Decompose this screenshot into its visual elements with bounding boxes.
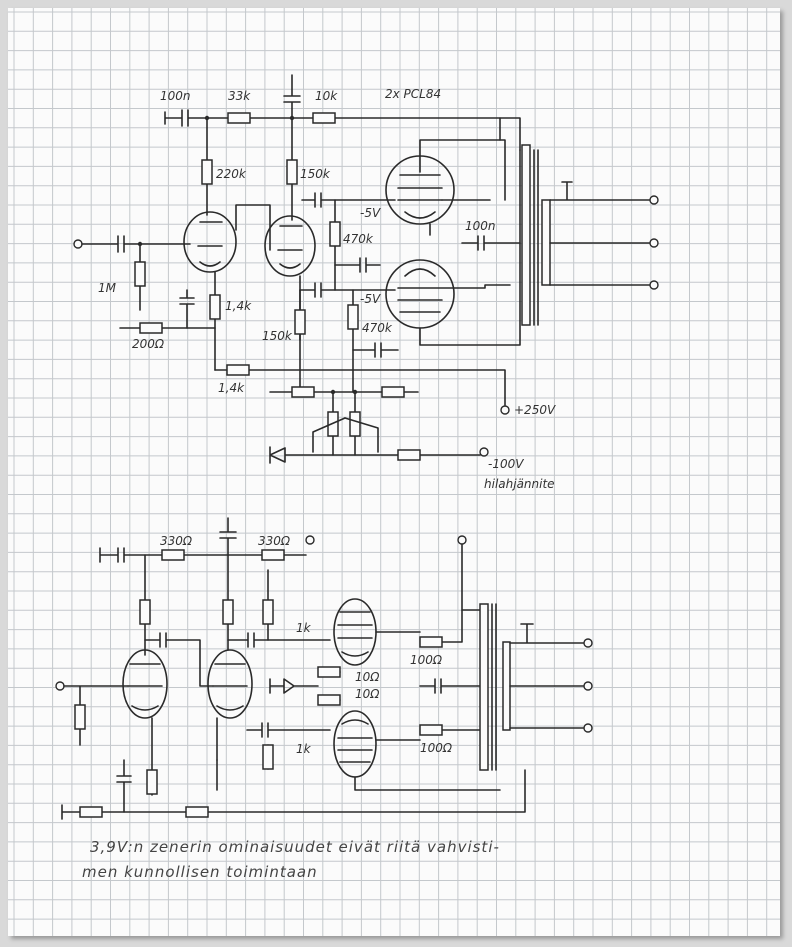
input-terminal	[73, 239, 83, 249]
terminal	[305, 535, 315, 545]
resistor-10-ohm	[317, 694, 341, 706]
resistor-330-ohm	[261, 549, 285, 561]
resistor-label: 1,4k	[225, 299, 252, 313]
output-transformer-primary	[479, 603, 489, 771]
output-terminal	[583, 723, 593, 733]
resistor-470k	[347, 304, 359, 330]
triode-tube-1	[183, 211, 237, 273]
output-terminal	[649, 238, 659, 248]
resistor-100-ohm	[419, 724, 443, 736]
resistor	[397, 449, 421, 461]
neg-supply-label: -100V	[488, 457, 524, 471]
resistor-330-ohm	[161, 549, 185, 561]
resistor-1k4	[209, 294, 221, 320]
terminal	[457, 535, 467, 545]
neg-supply-terminal	[479, 447, 489, 457]
resistor	[74, 704, 86, 730]
pentode-tube-2	[385, 259, 455, 329]
resistor	[262, 599, 274, 625]
handwritten-note-line-1: 3,9V:n zenerin ominaisuudet eivät riitä …	[90, 838, 500, 856]
bias-label: -5V	[360, 292, 381, 306]
resistor-label: 100Ω	[410, 653, 443, 667]
resistor-10k	[312, 112, 336, 124]
bias-label: -5V	[360, 206, 381, 220]
output-terminal	[649, 195, 659, 205]
resistor-label: 10Ω	[355, 670, 380, 684]
neg-supply-caption: hilahjännite	[484, 477, 555, 491]
resistor-label: 200Ω	[132, 337, 165, 351]
schematic: 2x PCL84 100n 33k 10k 220k 150k 1M 1,4k	[8, 8, 780, 936]
output-terminal	[583, 638, 593, 648]
resistor-label: 220k	[216, 167, 247, 181]
triode-tube-3	[122, 649, 168, 719]
resistor-label: 1k	[296, 621, 312, 635]
resistor	[139, 599, 151, 625]
resistor-label: 1M	[98, 281, 117, 295]
resistor	[291, 386, 315, 398]
resistor-470k	[329, 221, 341, 247]
resistor	[381, 386, 405, 398]
triode-tube-2	[264, 215, 316, 277]
graph-paper-sheet: 2x PCL84 100n 33k 10k 220k 150k 1M 1,4k	[8, 8, 780, 936]
resistor-label: 1,4k	[218, 381, 245, 395]
resistor-label: 1k	[296, 742, 312, 756]
top-amplifier-schematic: 2x PCL84 100n 33k 10k 220k 150k 1M 1,4k	[73, 74, 659, 491]
resistor-200-ohm	[139, 322, 163, 334]
resistor-label: 10k	[315, 89, 338, 103]
resistor-label: 330Ω	[258, 534, 291, 548]
handwritten-note-line-2: men kunnollisen toimintaan	[82, 863, 318, 881]
triode-tube-4	[207, 649, 253, 719]
resistor-150k	[294, 309, 306, 335]
resistor-33k	[227, 112, 251, 124]
resistor	[185, 806, 209, 818]
output-terminal	[583, 681, 593, 691]
resistor-label: 470k	[362, 321, 393, 335]
supply-terminal	[500, 405, 510, 415]
capacitor-label: 100n	[465, 219, 496, 233]
resistor	[262, 744, 274, 770]
resistor-100-ohm	[419, 636, 443, 648]
resistor	[222, 599, 234, 625]
resistor-label: 33k	[228, 89, 251, 103]
resistor	[146, 769, 158, 795]
potentiometer	[349, 411, 361, 437]
resistor-label: 10Ω	[355, 687, 380, 701]
resistor-label: 470k	[343, 232, 374, 246]
resistor-label: 150k	[262, 329, 293, 343]
output-transformer-secondary	[541, 199, 551, 286]
tube-type-label: 2x PCL84	[385, 87, 441, 101]
resistor-150k	[286, 159, 298, 185]
resistor-label: 330Ω	[160, 534, 193, 548]
resistor-220k	[201, 159, 213, 185]
graph-grid	[8, 8, 780, 936]
input-terminal	[55, 681, 65, 691]
resistor-label: 150k	[300, 167, 331, 181]
capacitor-label: 100n	[160, 89, 191, 103]
resistor-1M	[134, 261, 146, 287]
pentode-tube-4	[333, 710, 377, 778]
pentode-tube-3	[333, 598, 377, 666]
resistor-label: 100Ω	[420, 741, 453, 755]
output-terminal	[649, 280, 659, 290]
resistor-10-ohm	[317, 666, 341, 678]
supply-label: +250V	[514, 403, 556, 417]
bottom-amplifier-schematic: 330Ω 330Ω 1k 1k 100Ω 100Ω 10Ω 10	[55, 517, 593, 820]
output-transformer-secondary	[502, 641, 511, 731]
resistor	[79, 806, 103, 818]
resistor-1k4-feedback	[226, 364, 250, 376]
output-transformer-primary	[521, 144, 531, 326]
